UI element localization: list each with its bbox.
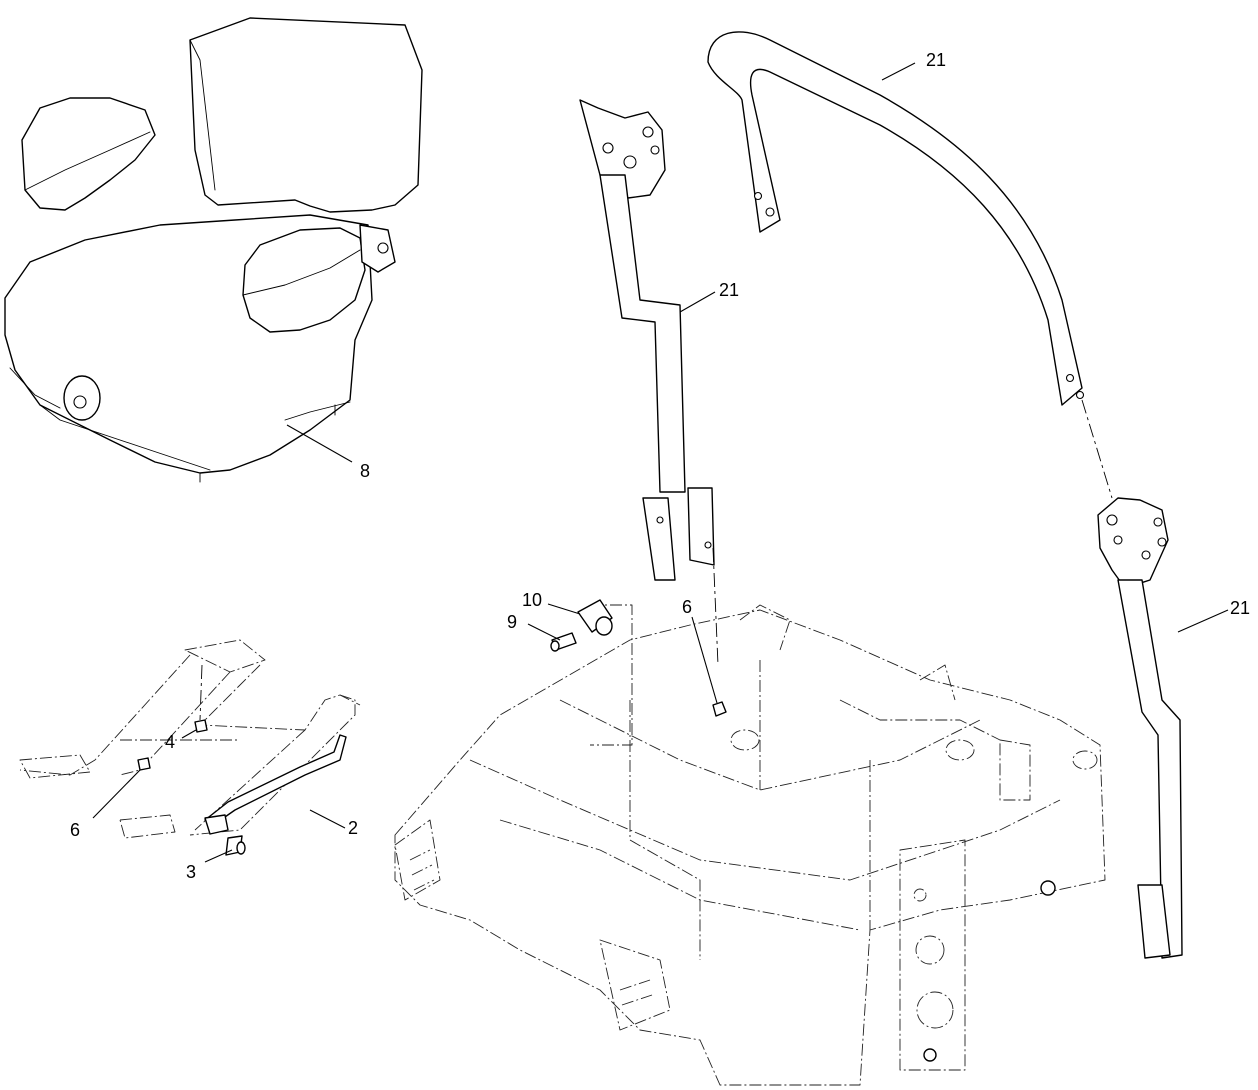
callout-rod: 2 xyxy=(348,818,358,838)
nut-seat-plate: 4 xyxy=(165,719,208,752)
callout-bolt-rod: 3 xyxy=(186,862,196,882)
rollbar-left-post: 21 xyxy=(579,99,739,666)
nut-seat-left: 6 xyxy=(70,757,151,840)
bolt-rod: 3 xyxy=(186,835,246,882)
callout-rollbar-hoop: 21 xyxy=(926,50,946,70)
callout-rollbar-right-post: 21 xyxy=(1230,598,1250,618)
callout-nut-seat-plate: 4 xyxy=(165,732,175,752)
callout-rollbar-left-post: 21 xyxy=(719,280,739,300)
rollbar-hoop: 21 xyxy=(707,31,1113,499)
callout-seat: 8 xyxy=(360,461,370,481)
callout-spacer: 10 xyxy=(522,590,542,610)
callout-nut-frame: 6 xyxy=(682,597,692,617)
callout-bolt-spacer: 9 xyxy=(507,612,517,632)
spacer-and-bolt: 10 9 xyxy=(507,590,613,652)
nut-frame: 6 xyxy=(682,597,727,717)
seat-assembly: 8 xyxy=(4,17,423,483)
rod-assembly: 2 xyxy=(204,734,358,838)
seat-plate-phantom xyxy=(19,639,361,839)
frame-phantom xyxy=(394,604,1106,1086)
rollbar-right-post: 21 xyxy=(1097,497,1250,959)
callout-nut-seat-left: 6 xyxy=(70,820,80,840)
